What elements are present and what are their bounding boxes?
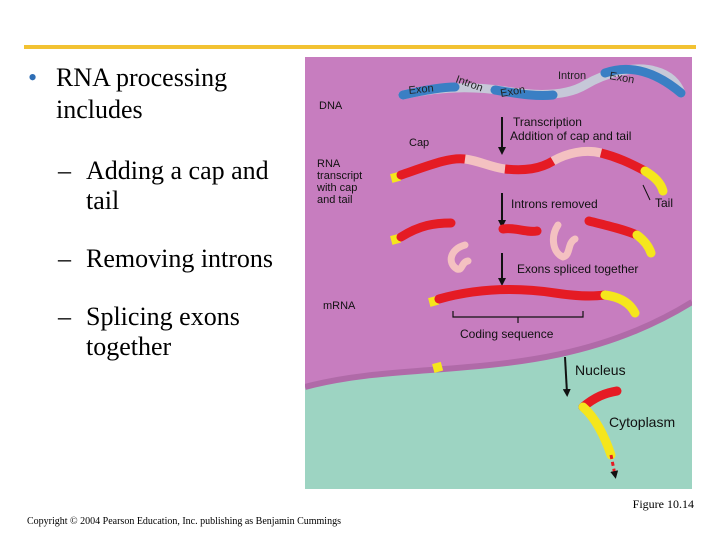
rna-transcript-label: RNA — [317, 158, 341, 170]
dna-exon-segment — [490, 85, 558, 100]
translation-arrow — [609, 454, 619, 479]
excised-intron — [549, 221, 579, 261]
rna-tail — [640, 166, 668, 196]
coding-sequence-label: Coding sequence — [460, 327, 554, 341]
sub-bullet-text: Removing introns — [86, 244, 274, 273]
rna-exon — [504, 157, 556, 175]
exon-label: Exon — [608, 70, 635, 86]
dna-label: DNA — [319, 100, 343, 112]
step-label: Exons spliced together — [517, 262, 638, 276]
sub-bullet-cap-tail: – Adding a cap and tail — [58, 156, 269, 215]
dna-strand — [398, 64, 686, 100]
bullet-marker: • — [28, 63, 38, 92]
sub-bullet-splicing: – Splicing exons together — [58, 302, 240, 361]
dna-exon-segment — [600, 64, 686, 98]
nuclear-envelope — [305, 299, 692, 390]
rna-exon — [396, 154, 470, 180]
mrna-label: mRNA — [323, 300, 356, 312]
rna-exon — [396, 218, 456, 242]
rna-tail — [578, 402, 616, 460]
nucleus-label: Nucleus — [575, 362, 626, 378]
cytoplasm-region — [305, 302, 692, 489]
main-bullet-text: RNA processing includes — [56, 63, 228, 124]
title-rule — [24, 45, 696, 49]
rna-tail — [632, 230, 656, 258]
export-arrow — [562, 356, 571, 397]
mrna-strand — [434, 285, 610, 304]
rna-transcript-label: transcript — [317, 170, 362, 182]
exon-label: Exon — [408, 82, 434, 97]
step-label: Transcription — [513, 115, 582, 129]
rna-tail — [600, 290, 640, 318]
tail-pointer — [642, 184, 651, 201]
rna-cap — [432, 361, 444, 373]
cytoplasm-label: Cytoplasm — [609, 414, 675, 430]
intron-label: Intron — [558, 70, 586, 82]
rna-intron — [550, 146, 603, 165]
step-label: Addition of cap and tail — [510, 129, 631, 143]
sub-bullet-text: Splicing exons together — [86, 302, 240, 361]
dna-exon-segment — [398, 82, 460, 100]
step-label: Introns removed — [511, 197, 598, 211]
rna-transcript-label: and tail — [317, 194, 352, 206]
rna-intron — [464, 154, 506, 174]
sub-bullet-text: Adding a cap and tail — [86, 156, 269, 215]
figure-caption: Figure 10.14 — [632, 497, 694, 511]
exon-label: Exon — [499, 84, 526, 100]
cap-label: Cap — [409, 137, 429, 149]
rna-processing-figure: Exon Intron Exon Intron Exon DNA Transcr… — [305, 57, 692, 489]
main-bullet: • RNA processing includes — [28, 62, 298, 126]
coding-bracket — [452, 311, 584, 323]
excised-intron — [447, 241, 472, 273]
tail-label: Tail — [655, 196, 673, 210]
sub-bullet-introns: – Removing introns — [58, 244, 274, 273]
bullet-list: • RNA processing includes – Adding a cap… — [28, 62, 298, 362]
rna-transcript-label: with cap — [316, 182, 357, 194]
rna-exon — [498, 224, 542, 236]
copyright-notice: Copyright © 2004 Pearson Education, Inc.… — [27, 516, 341, 527]
